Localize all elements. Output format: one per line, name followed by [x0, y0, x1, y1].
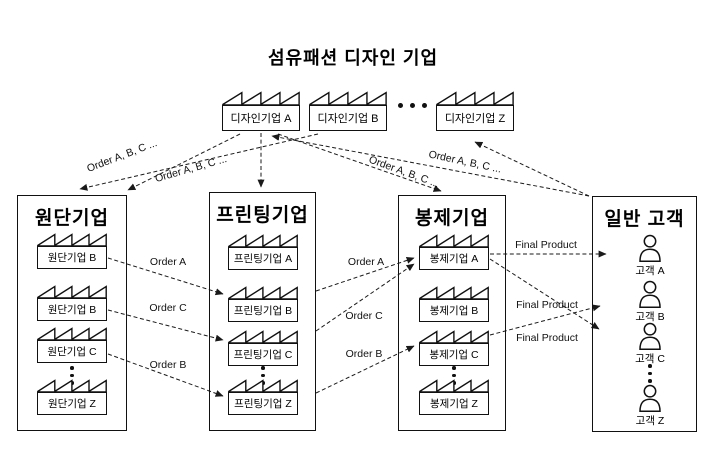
sewing-company-z-label: 봉제기업 Z — [419, 392, 489, 415]
factory-icon — [37, 379, 107, 392]
printing-company-z: 프린팅기업 Z — [228, 379, 298, 415]
customer-b-label: 고객 B — [635, 311, 665, 323]
sewing-company-c: 봉제기업 C — [419, 330, 489, 366]
fabric-company-c-label: 원단기업 C — [37, 340, 107, 363]
edge-label-order-a-left: Order A — [149, 256, 187, 268]
design-company-b-label: 디자인기업 B — [309, 105, 387, 131]
sewing-company-b-label: 봉제기업 B — [419, 299, 489, 322]
edge-label-final-product-3: Final Product — [516, 332, 578, 344]
arrow-customers-to-designA — [271, 133, 590, 197]
factory-icon — [37, 285, 107, 298]
fabric-company-c: 원단기업 C — [37, 327, 107, 363]
arrow-designB-to-fabric — [79, 133, 319, 191]
fabric-company-b1-label: 원단기업 B — [37, 246, 107, 269]
customers-column-header: 일반 고객 — [604, 209, 685, 230]
sewing-company-b: 봉제기업 B — [419, 286, 489, 322]
edge-label-order-a-right: Order A — [347, 256, 385, 268]
person-icon — [639, 280, 661, 308]
sewing-company-z: 봉제기업 Z — [419, 379, 489, 415]
customer-c-label: 고객 C — [635, 353, 665, 365]
factory-icon — [419, 379, 489, 392]
factory-icon — [419, 234, 489, 247]
printing-column-box: 프린팅기업 — [209, 192, 316, 431]
arrow-printingZ-to-sewingC — [315, 345, 415, 394]
arrow-designA-to-sewing — [277, 133, 442, 192]
factory-icon — [436, 91, 514, 105]
edge-label-order-b-right: Order B — [345, 348, 383, 360]
customer-a: 고객 A — [633, 234, 667, 278]
arrow-printingB-to-sewingA — [315, 257, 415, 292]
edge-label-order-c-right: Order C — [345, 310, 383, 322]
arrow-designA-to-fabric — [127, 133, 241, 191]
customer-z: 고객 Z — [633, 384, 667, 428]
sewing-company-c-label: 봉제기업 C — [419, 343, 489, 366]
printing-company-b-label: 프린팅기업 B — [228, 299, 298, 322]
customers-column-box: 일반 고객 — [592, 196, 697, 432]
customer-c: 고객 C — [633, 322, 667, 366]
arrow-fabricC-to-printingZ — [107, 353, 224, 397]
customer-b: 고객 B — [633, 280, 667, 324]
printing-company-z-label: 프린팅기업 Z — [228, 392, 298, 415]
fabric-company-z-label: 원단기업 Z — [37, 392, 107, 415]
person-icon — [639, 384, 661, 412]
arrow-fabricB1-to-printingB — [107, 257, 224, 296]
design-row-ellipsis-icon — [398, 103, 427, 108]
arrow-fabricB2-to-printingC — [107, 309, 224, 342]
fabric-company-z: 원단기업 Z — [37, 379, 107, 415]
person-icon — [639, 322, 661, 350]
factory-icon — [228, 286, 298, 299]
printing-company-b: 프린팅기업 B — [228, 286, 298, 322]
factory-icon — [309, 91, 387, 105]
sewing-column-box: 봉제기업 — [398, 195, 506, 431]
factory-icon — [228, 379, 298, 392]
sewing-company-a-label: 봉제기업 A — [419, 247, 489, 270]
factory-icon — [228, 330, 298, 343]
fabric-company-b1: 원단기업 B — [37, 233, 107, 269]
design-company-b: 디자인기업 B — [309, 91, 387, 131]
diagram-title: 섬유패션 디자인 기업 — [267, 48, 439, 68]
factory-icon — [222, 91, 300, 105]
edge-label-final-product-1: Final Product — [515, 239, 577, 251]
printing-company-a-label: 프린팅기업 A — [228, 247, 298, 270]
factory-icon — [228, 234, 298, 247]
factory-icon — [419, 286, 489, 299]
factory-icon — [37, 327, 107, 340]
fabric-column-box: 원단기업 — [17, 195, 127, 431]
person-icon — [639, 234, 661, 262]
fabric-company-b2: 원단기업 B — [37, 285, 107, 321]
factory-icon — [419, 330, 489, 343]
printing-column-header: 프린팅기업 — [216, 205, 309, 226]
edge-label-final-product-2: Final Product — [516, 299, 578, 311]
arrow-sewingC-to-customerB — [489, 304, 601, 336]
printing-company-a: 프린팅기업 A — [228, 234, 298, 270]
fabric-column-header: 원단기업 — [35, 208, 109, 229]
edge-label-order-c-left: Order C — [149, 302, 187, 314]
printing-company-c-label: 프린팅기업 C — [228, 343, 298, 366]
fabric-company-b2-label: 원단기업 B — [37, 298, 107, 321]
design-company-a: 디자인기업 A — [222, 91, 300, 131]
design-company-z: 디자인기업 Z — [436, 91, 514, 131]
customer-z-label: 고객 Z — [635, 415, 665, 427]
arrow-sewingA-to-customerC — [489, 258, 600, 330]
customer-a-label: 고객 A — [635, 265, 665, 277]
design-company-a-label: 디자인기업 A — [222, 105, 300, 131]
design-company-z-label: 디자인기업 Z — [436, 105, 514, 131]
sewing-company-a: 봉제기업 A — [419, 234, 489, 270]
customers-ellipsis-icon — [648, 364, 652, 383]
printing-company-c: 프린팅기업 C — [228, 330, 298, 366]
arrow-customers-to-designZ — [474, 141, 590, 197]
sewing-column-header: 봉제기업 — [415, 208, 489, 229]
edge-label-order-b-left: Order B — [149, 359, 187, 371]
factory-icon — [37, 233, 107, 246]
